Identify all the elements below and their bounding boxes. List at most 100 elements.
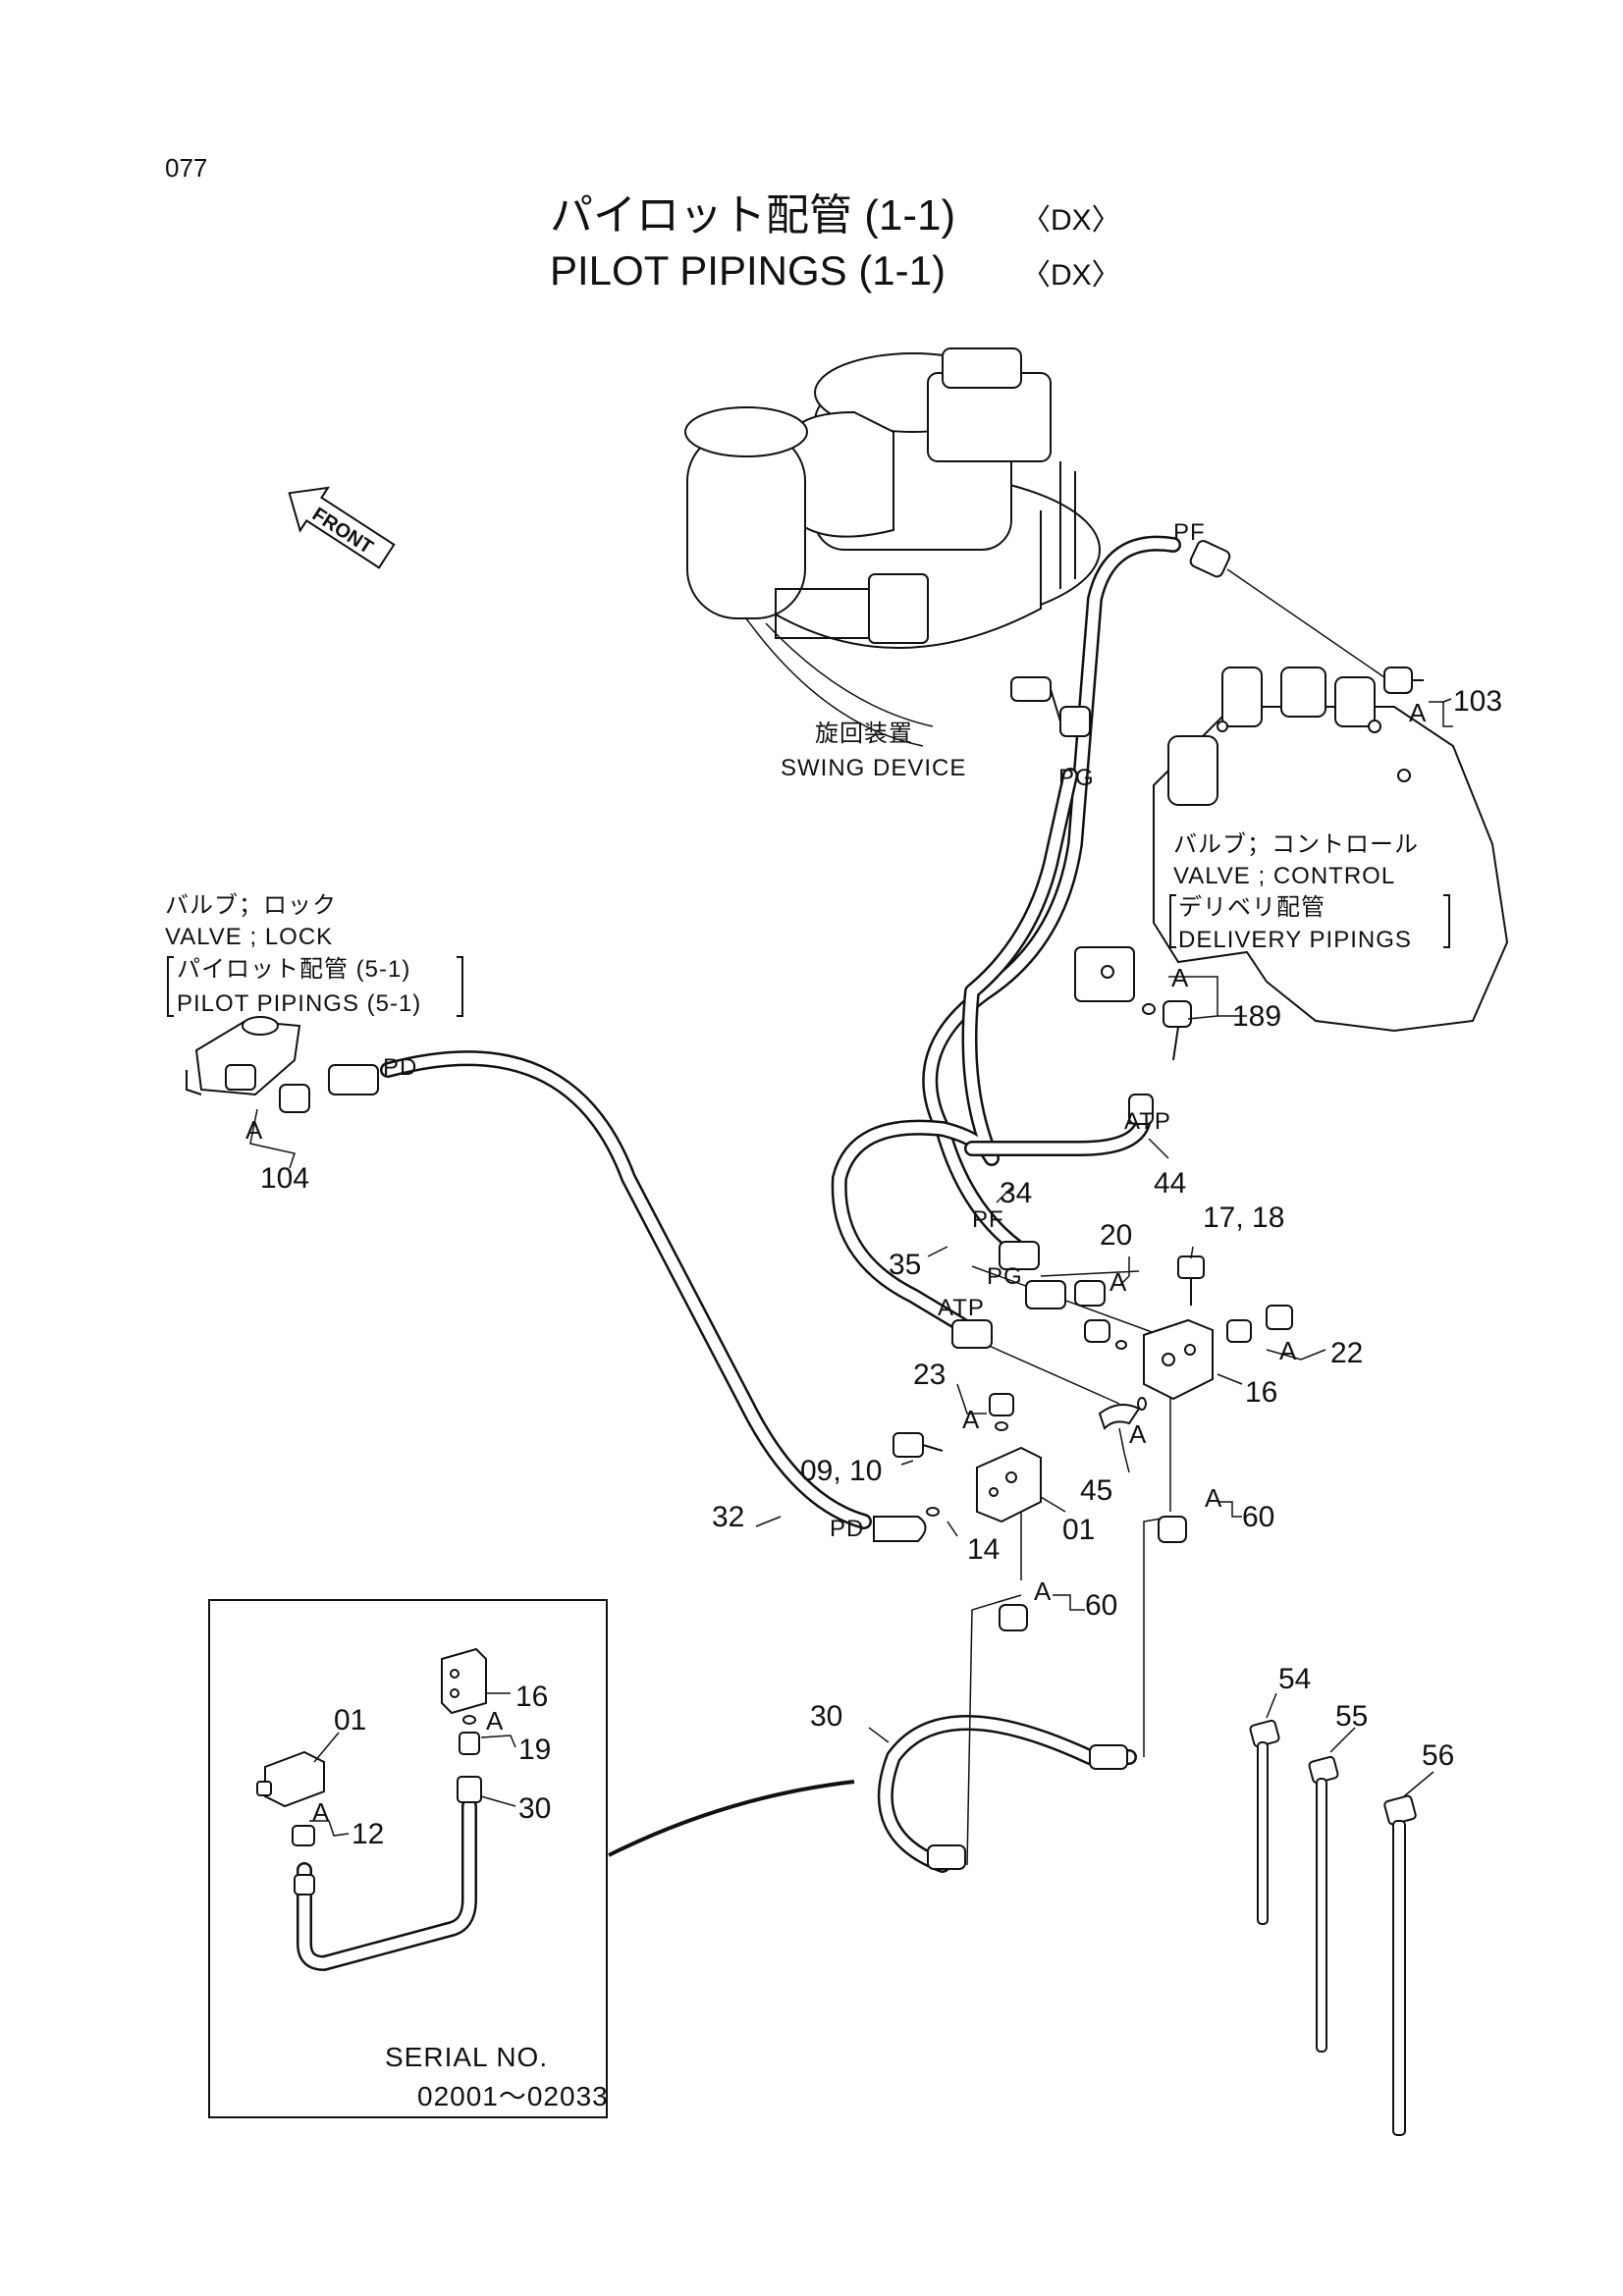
seal-tags: A A A A A A A A A <box>245 698 1427 1606</box>
callout-17-18: 17, 18 <box>1203 1201 1284 1234</box>
callout-60-left: 60 <box>1085 1589 1117 1622</box>
callout-104: 104 <box>260 1162 309 1195</box>
fitting-pd-bottom <box>873 1507 940 1542</box>
title-english: PILOT PIPINGS (1-1) <box>550 247 946 294</box>
seal-letter-103: A <box>1409 698 1427 727</box>
port-label-pf-top: PF <box>1173 519 1206 546</box>
block-01 <box>976 1446 1042 1523</box>
control-valve-body <box>1153 667 1509 1033</box>
seal-letter-60-left: A <box>1034 1576 1052 1606</box>
swing-device-label-en: SWING DEVICE <box>781 755 966 781</box>
fitting-pf-top <box>1189 540 1231 578</box>
swing-device-motor <box>684 347 1101 747</box>
inset-serial-variant: A A 16 01 19 12 30 SERIAL NO. 02001～0203… <box>208 1599 855 2118</box>
page-number: 077 <box>165 153 207 183</box>
hose-32 <box>380 1050 872 1529</box>
seal-letter-22: A <box>1279 1336 1297 1365</box>
inset-callout-30: 30 <box>518 1792 551 1825</box>
lock-valve-body <box>186 1016 301 1096</box>
callout-09-10: 09, 10 <box>800 1455 882 1487</box>
fitting-20 <box>1074 1280 1127 1350</box>
seal-letter-189: A <box>1171 963 1189 992</box>
callout-20: 20 <box>1100 1219 1132 1252</box>
control-valve-label-jp: バルブ；コントロール <box>1173 831 1419 858</box>
inset-callout-16: 16 <box>515 1681 548 1713</box>
connection-lines <box>966 568 1385 1866</box>
hose-44 <box>964 1111 1152 1156</box>
page-title: パイロット配管 (1-1) 〈DX〉 PILOT PIPINGS (1-1) 〈… <box>550 191 1121 294</box>
cable-tie-55 <box>1308 1755 1339 2053</box>
serial-number-range: 02001～02033 <box>417 2081 609 2111</box>
port-label-pg-mid: PG <box>987 1263 1023 1290</box>
fitting-104 <box>279 1064 379 1113</box>
callout-44: 44 <box>1154 1167 1186 1200</box>
seal-letter-23: A <box>962 1405 980 1434</box>
part-callouts: 103 189 104 44 34 35 20 17, 18 22 16 23 … <box>260 685 1502 1772</box>
callout-22: 22 <box>1330 1337 1363 1369</box>
callout-35: 35 <box>889 1249 921 1281</box>
fitting-atp-top <box>1128 1094 1154 1125</box>
callout-16: 16 <box>1245 1376 1277 1409</box>
callout-54: 54 <box>1278 1663 1311 1695</box>
seal-letter-20: A <box>1109 1267 1127 1297</box>
callout-34: 34 <box>1000 1177 1032 1209</box>
seal-letter-104: A <box>245 1115 263 1145</box>
fitting-atp-mid <box>951 1319 993 1349</box>
swing-tee-fitting <box>1010 676 1091 737</box>
lock-valve-ref-jp: パイロット配管 (5-1) <box>177 956 410 983</box>
callout-01: 01 <box>1062 1514 1095 1546</box>
inset-pointer <box>608 1780 855 1857</box>
port-label-pd-left: PD <box>383 1054 417 1081</box>
inset-seal-letter-19: A <box>486 1706 504 1735</box>
control-valve-label-en: VALVE ; CONTROL <box>1173 863 1395 889</box>
lock-valve-ref-en: PILOT PIPINGS (5-1) <box>177 990 421 1017</box>
title-japanese-suffix: 〈DX〉 <box>1021 204 1121 237</box>
front-arrow-icon: FRONT <box>288 486 396 569</box>
seal-letter-60-right: A <box>1205 1483 1222 1513</box>
callout-189: 189 <box>1232 1000 1281 1033</box>
fitting-30-ends <box>927 1744 1128 1870</box>
callout-30: 30 <box>810 1700 842 1733</box>
inset-callout-19: 19 <box>518 1734 551 1766</box>
inset-seal-letter-12: A <box>312 1797 330 1827</box>
control-valve-ref-en: DELIVERY PIPINGS <box>1178 927 1412 953</box>
callout-55: 55 <box>1335 1700 1368 1733</box>
callout-32: 32 <box>712 1501 744 1533</box>
inset-frame <box>208 1599 608 2118</box>
cable-tie-54 <box>1249 1719 1280 1925</box>
block-16 <box>1143 1318 1214 1401</box>
hose-34 <box>922 535 1181 1264</box>
cable-tie-56 <box>1383 1794 1417 2136</box>
callout-leaders <box>249 698 1453 1797</box>
fitting-22 <box>1226 1305 1293 1343</box>
hose-30 <box>877 1715 1137 1873</box>
fitting-pf-mid <box>999 1241 1040 1270</box>
bolt-17-18 <box>1177 1255 1205 1306</box>
port-label-atp-mid: ATP <box>938 1295 985 1321</box>
callout-45: 45 <box>1080 1474 1112 1507</box>
bolt-09-10 <box>893 1432 944 1458</box>
callout-23: 23 <box>913 1359 946 1391</box>
title-japanese: パイロット配管 (1-1) <box>550 191 955 240</box>
fitting-60-left <box>999 1604 1028 1631</box>
inset-callout-12: 12 <box>352 1818 384 1850</box>
fitting-103 <box>1383 667 1424 694</box>
callout-14: 14 <box>967 1533 1000 1566</box>
lock-valve-label-jp: バルブ；ロック <box>165 892 337 919</box>
port-labels: PF PG PD ATP PF PG ATP PD <box>383 519 1206 1542</box>
serial-number-label: SERIAL NO. <box>385 2042 548 2072</box>
fitting-189 <box>1142 1000 1192 1061</box>
control-valve-ref-jp: デリベリ配管 <box>1178 894 1325 921</box>
callout-60-right: 60 <box>1242 1501 1274 1533</box>
fitting-45 <box>1098 1397 1147 1430</box>
plug-23 <box>989 1393 1014 1431</box>
callout-56: 56 <box>1422 1739 1454 1772</box>
port-label-pd-bottom: PD <box>830 1516 864 1542</box>
lock-valve-label-en: VALVE ; LOCK <box>165 924 333 950</box>
callout-103: 103 <box>1453 685 1502 718</box>
port-label-atp-right: ATP <box>1124 1108 1171 1135</box>
inset-callout-01: 01 <box>334 1704 366 1736</box>
swing-device-label-jp: 旋回装置 <box>815 721 913 747</box>
title-english-suffix: 〈DX〉 <box>1021 259 1121 292</box>
